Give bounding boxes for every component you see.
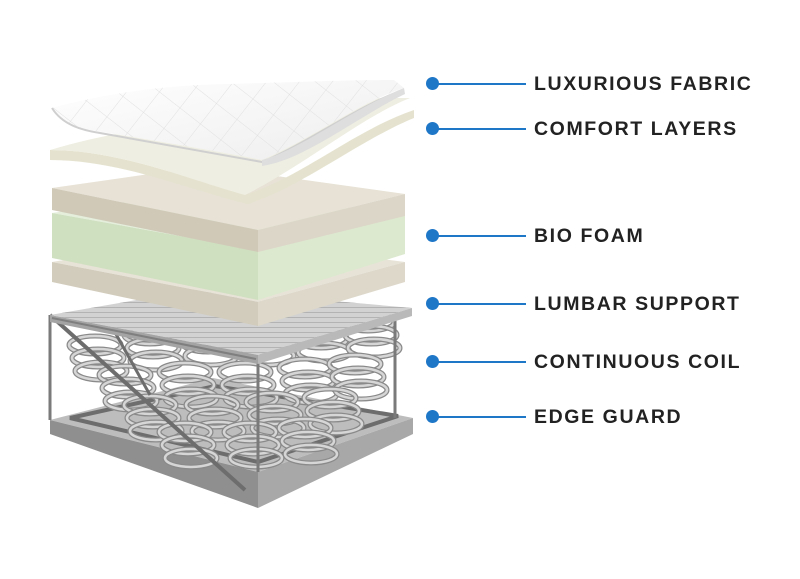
callout-dot-icon	[426, 229, 439, 242]
coil-ring-highlight	[70, 347, 126, 369]
label-text: LUMBAR SUPPORT	[534, 293, 741, 315]
coil-ring-highlight	[327, 353, 383, 375]
coil-ring-highlight	[283, 443, 339, 465]
coil-ring-highlight	[225, 434, 281, 456]
coil-ring-highlight	[163, 447, 219, 469]
coil-ring-highlight	[277, 417, 333, 439]
coil-ring-highlight	[157, 421, 213, 443]
coil-ring-highlight	[184, 394, 240, 416]
label-text: EDGE GUARD	[534, 406, 683, 428]
callout-leader-line	[436, 416, 526, 418]
coil-ring-highlight	[244, 391, 300, 413]
luxurious-fabric-layer	[51, 80, 405, 166]
callout-leader-line	[436, 83, 526, 85]
callout-dot-icon	[426, 77, 439, 90]
callout-dot-icon	[426, 410, 439, 423]
coil-ring-highlight	[308, 413, 364, 435]
coil-ring-highlight	[160, 374, 216, 396]
label-edge-guard: EDGE GUARD	[426, 407, 786, 427]
coil-ring-highlight	[157, 361, 213, 383]
coil-ring-highlight	[220, 374, 276, 396]
callout-leader-line	[436, 235, 526, 237]
callout-dot-icon	[426, 122, 439, 135]
coil-ring-highlight	[100, 377, 156, 399]
coil-ring-highlight	[330, 366, 386, 388]
callout-dot-icon	[426, 355, 439, 368]
coil-ring-highlight	[187, 407, 243, 429]
coil-ring-highlight	[222, 421, 278, 443]
callout-leader-line	[436, 361, 526, 363]
callout-leader-line	[436, 128, 526, 130]
label-comfort-layers: COMFORT LAYERS	[426, 119, 786, 139]
coil-ring-highlight	[122, 394, 178, 416]
label-continuous-coil: CONTINUOUS COIL	[426, 352, 786, 372]
label-bio-foam: BIO FOAM	[426, 226, 786, 246]
label-text: LUXURIOUS FABRIC	[534, 73, 753, 95]
callout-leader-line	[436, 303, 526, 305]
coil-ring-highlight	[305, 400, 361, 422]
label-luxurious-fabric: LUXURIOUS FABRIC	[426, 74, 786, 94]
label-text: BIO FOAM	[534, 225, 645, 247]
coil-ring-highlight	[190, 420, 246, 442]
coil-ring-highlight	[280, 430, 336, 452]
coil-ring-highlight	[217, 361, 273, 383]
label-text: COMFORT LAYERS	[534, 118, 738, 140]
callout-dot-icon	[426, 297, 439, 310]
coil-ring-highlight	[250, 417, 306, 439]
label-text: CONTINUOUS COIL	[534, 351, 742, 373]
label-lumbar-support: LUMBAR SUPPORT	[426, 294, 786, 314]
coil-ring-highlight	[302, 387, 358, 409]
coil-ring-highlight	[247, 404, 303, 426]
coil-ring-highlight	[160, 434, 216, 456]
coil-ring-highlight	[228, 447, 284, 469]
